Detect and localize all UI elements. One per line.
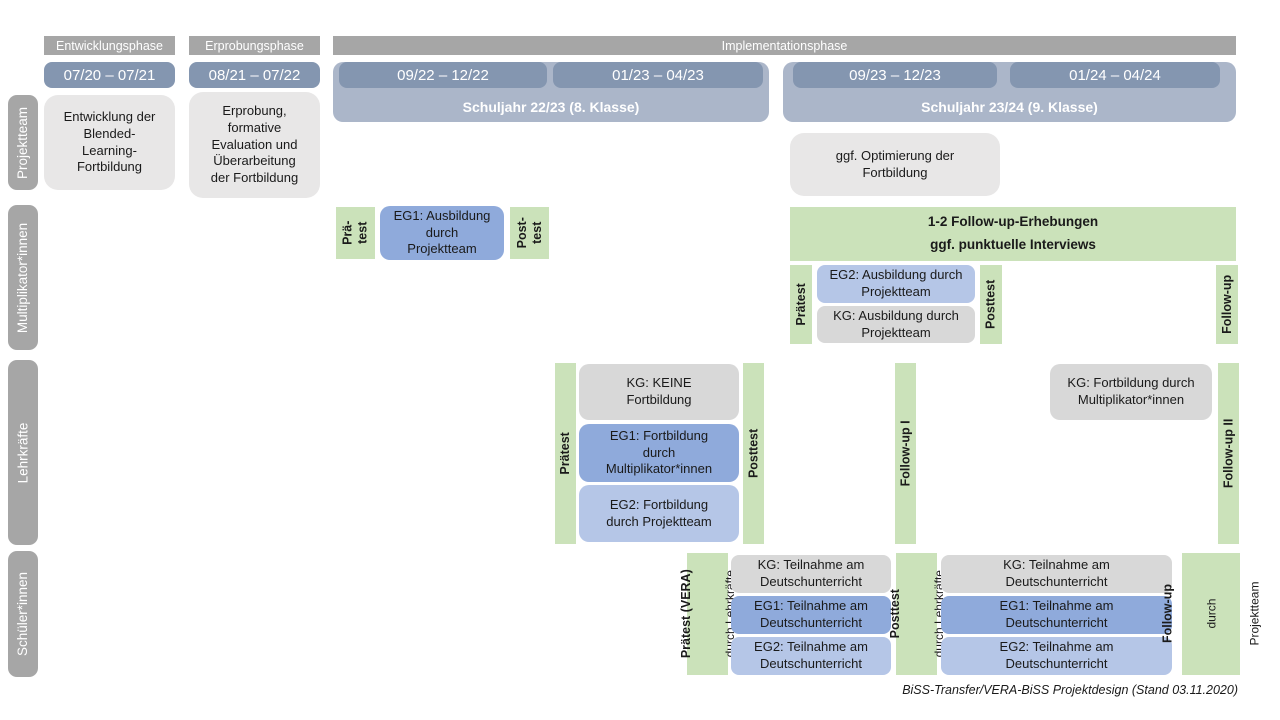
bar-praetest-multiplikatoren-sj1: Prä- test [336, 207, 375, 259]
box-eg2-teilnahme-sj1: EG2: Teilnahme am Deutschunterricht [731, 637, 891, 675]
box-eg1-fortbildung-multiplikatoren: EG1: Fortbildung durch Multiplikator*inn… [579, 424, 739, 482]
bar-followup2-lehrkraefte-label: Follow-up II [1221, 418, 1236, 489]
box-optimierung-fortbildung: ggf. Optimierung der Fortbildung [790, 133, 1000, 196]
date-range-0923-1223: 09/23 – 12/23 [793, 62, 997, 88]
box-eg1-ausbildung-projektteam: EG1: Ausbildung durch Projektteam [380, 206, 504, 260]
bar-followup-multiplikatoren: Follow-up [1216, 265, 1238, 344]
bar-followup-schueler-title: Follow-up [1159, 584, 1174, 644]
box-kg-fortbildung-multiplikatoren: KG: Fortbildung durch Multiplikator*inne… [1050, 364, 1212, 420]
sidebar-row-lehrkraefte-label: Lehrkräfte [15, 422, 31, 483]
bar-posttest-schueler: Posttest durch Lehrkräfte [887, 553, 946, 675]
box-followup-erhebungen-interviews: 1-2 Follow-up-Erhebungen ggf. punktuelle… [790, 207, 1236, 261]
bar-praetest-lehrkraefte-label: Prätest [558, 432, 573, 475]
phase-bar-implementationsphase: Implementationsphase [333, 36, 1236, 55]
sidebar-row-projektteam: Projektteam [8, 95, 38, 190]
bar-praetest-multiplikatoren-sj1-label: Prä- test [340, 220, 370, 246]
bar-followup2-lehrkraefte: Follow-up II [1218, 363, 1239, 544]
school-year-label-23-24: Schuljahr 23/24 (9. Klasse) [921, 99, 1098, 115]
box-kg-teilnahme-sj2: KG: Teilnahme am Deutschunterricht [941, 555, 1172, 593]
footer-caption: BiSS-Transfer/VERA-BiSS Projektdesign (S… [902, 683, 1238, 697]
bar-posttest-lehrkraefte: Posttest [743, 363, 764, 544]
bar-posttest-schueler-title: Posttest [887, 589, 902, 639]
box-eg2-teilnahme-sj2: EG2: Teilnahme am Deutschunterricht [941, 637, 1172, 675]
box-kg-teilnahme-sj1: KG: Teilnahme am Deutschunterricht [731, 555, 891, 593]
box-eg2-ausbildung-projektteam: EG2: Ausbildung durch Projektteam [817, 265, 975, 303]
bar-praetest-multiplikatoren-sj2: Prätest [790, 265, 812, 344]
bar-followup-multiplikatoren-label: Follow-up [1219, 274, 1234, 335]
bar-posttest-multiplikatoren-sj1: Post- test [510, 207, 549, 259]
date-range-0821-0722: 08/21 – 07/22 [189, 62, 320, 88]
sidebar-row-schueler-label: Schüler*innen [15, 571, 31, 657]
box-eg2-fortbildung-projektteam: EG2: Fortbildung durch Projektteam [579, 485, 739, 542]
bar-followup1-lehrkraefte: Follow-up I [895, 363, 916, 544]
box-eg1-teilnahme-sj2: EG1: Teilnahme am Deutschunterricht [941, 596, 1172, 634]
sidebar-row-projektteam-label: Projektteam [15, 106, 31, 179]
bar-posttest-multiplikatoren-sj1-label: Post- test [514, 217, 544, 249]
sidebar-row-lehrkraefte: Lehrkräfte [8, 360, 38, 545]
phase-bar-erprobungsphase: Erprobungsphase [189, 36, 320, 55]
box-entwicklung-fortbildung: Entwicklung der Blended- Learning- Fortb… [44, 95, 175, 190]
bar-posttest-multiplikatoren-sj2-label: Posttest [983, 279, 998, 330]
date-range-0123-0423: 01/23 – 04/23 [553, 62, 763, 88]
date-range-0124-0424: 01/24 – 04/24 [1010, 62, 1220, 88]
bar-praetest-multiplikatoren-sj2-label: Prätest [793, 283, 808, 326]
phase-bar-entwicklungsphase: Entwicklungsphase [44, 36, 175, 55]
date-range-0922-1222: 09/22 – 12/22 [339, 62, 547, 88]
box-kg-keine-fortbildung: KG: KEINE Fortbildung [579, 364, 739, 420]
sidebar-row-multiplikatoren: Multiplikator*innen [8, 205, 38, 350]
bar-followup-schueler-sub2: Projektteam [1247, 581, 1262, 647]
box-eg1-teilnahme-sj1: EG1: Teilnahme am Deutschunterricht [731, 596, 891, 634]
bar-followup1-lehrkraefte-label: Follow-up I [898, 420, 913, 487]
bar-followup-schueler: Follow-up durch Projektteam [1160, 553, 1262, 675]
bar-posttest-multiplikatoren-sj2: Posttest [980, 265, 1002, 344]
bar-praetest-vera-schueler: Prätest (VERA) durch Lehrkräfte [678, 553, 737, 675]
sidebar-row-schueler: Schüler*innen [8, 551, 38, 677]
bar-praetest-lehrkraefte: Prätest [555, 363, 576, 544]
sidebar-row-multiplikatoren-label: Multiplikator*innen [15, 222, 31, 333]
bar-praetest-vera-title: Prätest (VERA) [678, 569, 693, 659]
date-range-0720-0721: 07/20 – 07/21 [44, 62, 175, 88]
box-erprobung-evaluation: Erprobung, formative Evaluation und Über… [189, 92, 320, 198]
bar-posttest-lehrkraefte-label: Posttest [746, 428, 761, 479]
bar-followup-schueler-sub1: durch [1204, 598, 1219, 630]
box-kg-ausbildung-projektteam: KG: Ausbildung durch Projektteam [817, 306, 975, 343]
school-year-label-22-23: Schuljahr 22/23 (8. Klasse) [462, 99, 640, 115]
